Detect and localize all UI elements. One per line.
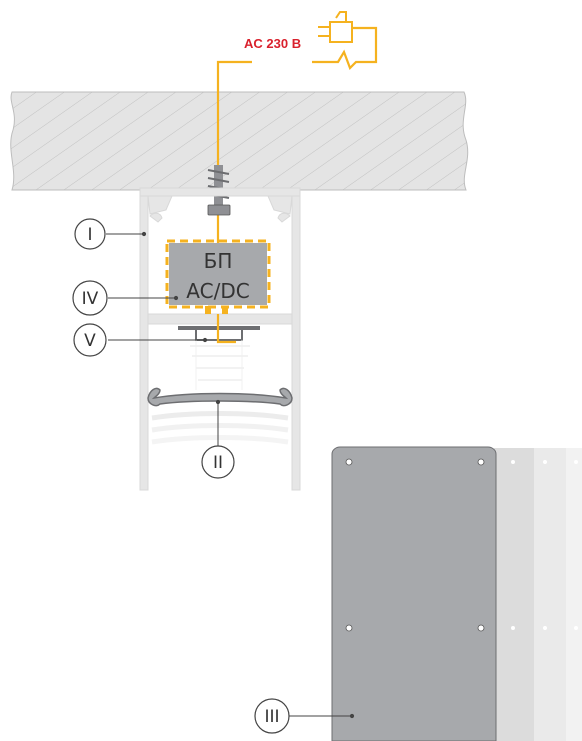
ac-voltage-label: AC 230 В [244,36,301,51]
callout-IV: IV [72,280,108,316]
ceiling-slab [10,91,469,191]
svg-text:IV: IV [82,289,99,309]
mains-plug-icon [318,11,353,43]
callout-III: III [254,698,290,734]
callout-I: I [74,218,106,250]
svg-text:I: I [87,225,92,245]
psu-label-line1: БП [204,249,233,273]
diffuser [147,387,293,445]
callout-II: II [201,445,235,479]
psu-label-line2: AC/DC [186,279,249,303]
svg-text:III: III [264,707,279,727]
power-supply-unit [165,239,271,344]
svg-text:V: V [84,331,96,351]
callout-V: V [73,323,107,357]
svg-text:II: II [213,453,223,473]
end-cap [331,446,497,741]
end-cap-ghosts [494,448,582,741]
callout-leaders [106,231,355,719]
mounting-screw [207,165,231,216]
